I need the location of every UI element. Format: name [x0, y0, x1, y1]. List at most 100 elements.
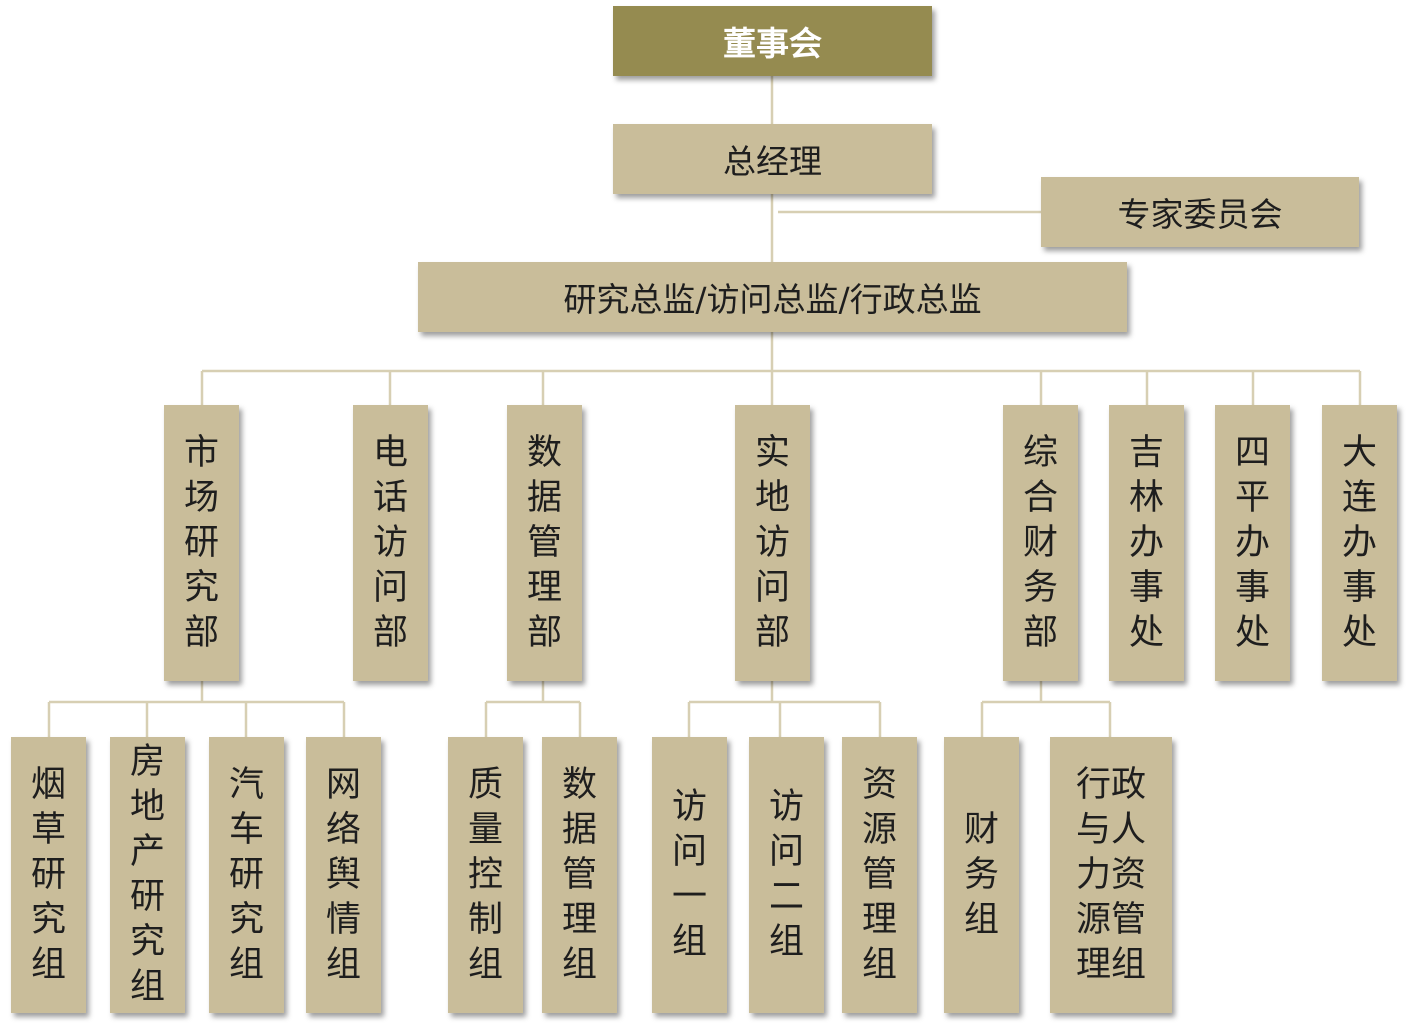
label-char: 林 [1128, 477, 1164, 518]
label-char: 管 [561, 854, 597, 895]
label-char: 汽 [228, 764, 264, 805]
label-char: 办 [1128, 522, 1164, 563]
label-char: 资 [861, 764, 897, 805]
directors-label: 研究总监/访问总监/行政总监 [563, 280, 982, 319]
label-char: 访 [768, 787, 804, 827]
label-char: 质 [467, 764, 503, 805]
label-char: 管 [861, 854, 897, 895]
general-manager-label: 总经理 [723, 142, 822, 181]
board-node: 董事会 [613, 6, 932, 76]
label-char: 二 [768, 877, 804, 917]
label-char: 部 [526, 612, 562, 653]
group-visit-two: 访问二组 [749, 737, 824, 1013]
dept-market-research: 市场研究部 [164, 405, 239, 681]
label-char: 车 [228, 809, 264, 850]
label-char: 产 [129, 832, 165, 872]
label-char: 研 [228, 854, 264, 895]
label-char: 究 [30, 899, 66, 940]
label-char: 部 [372, 612, 408, 653]
label-char: 网 [325, 764, 361, 805]
label-char: 研 [183, 522, 219, 563]
dept-field-interview: 实地访问部 [735, 405, 810, 681]
label-char: 量 [467, 809, 503, 850]
label-char: 四 [1234, 432, 1270, 473]
dept-finance: 综合财务部 [1003, 405, 1078, 681]
label-char: 组 [963, 899, 999, 940]
label-char: 事 [1234, 567, 1270, 608]
label-char: 草 [30, 809, 66, 850]
label-row: 力资 [1075, 854, 1146, 895]
label-char: 地 [754, 477, 790, 518]
label-char: 组 [228, 944, 264, 985]
label-char: 务 [963, 854, 999, 895]
label-row: 理组 [1075, 944, 1146, 985]
label-char: 务 [1022, 567, 1058, 608]
label-char: 电 [372, 432, 408, 473]
label-char: 财 [1022, 522, 1058, 563]
group-finance: 财务组 [944, 737, 1019, 1013]
directors-node: 研究总监/访问总监/行政总监 [418, 262, 1127, 332]
label-char: 处 [1341, 612, 1377, 653]
label-char: 舆 [325, 854, 361, 895]
label-char: 部 [1022, 612, 1058, 653]
label-char: 合 [1022, 477, 1058, 518]
group-visit-one: 访问一组 [652, 737, 727, 1013]
label-char: 问 [372, 567, 408, 608]
label-char: 数 [561, 764, 597, 805]
label-char: 办 [1341, 522, 1377, 563]
label-char: 访 [372, 522, 408, 563]
label-char: 理 [561, 899, 597, 940]
dept-phone-interview: 电话访问部 [353, 405, 428, 681]
expert-committee-label: 专家委员会 [1117, 195, 1283, 234]
label-char: 组 [467, 944, 503, 985]
group-admin-hr: 行政与人力资源管理组 [1050, 737, 1172, 1013]
group-resource-management: 资源管理组 [842, 737, 917, 1013]
label-char: 处 [1234, 612, 1270, 653]
label-char: 控 [467, 854, 503, 895]
label-char: 组 [561, 944, 597, 985]
office-jilin: 吉林办事处 [1109, 405, 1184, 681]
label-char: 研 [30, 854, 66, 895]
label-char: 办 [1234, 522, 1270, 563]
expert-committee-node: 专家委员会 [1041, 177, 1359, 247]
label-char: 据 [526, 477, 562, 518]
label-char: 访 [754, 522, 790, 563]
label-char: 实 [754, 432, 790, 473]
label-char: 综 [1022, 432, 1058, 473]
group-real-estate: 房地产研究组 [110, 737, 185, 1013]
label-char: 理 [526, 567, 562, 608]
label-char: 组 [768, 922, 804, 962]
label-char: 据 [561, 809, 597, 850]
group-quality-control: 质量控制组 [448, 737, 523, 1013]
label-char: 平 [1234, 477, 1270, 518]
label-char: 究 [228, 899, 264, 940]
label-char: 烟 [30, 764, 66, 805]
label-char: 制 [467, 899, 503, 940]
label-char: 络 [325, 809, 361, 850]
label-char: 问 [671, 832, 707, 872]
label-row: 与人 [1075, 809, 1146, 850]
dept-data-management: 数据管理部 [507, 405, 582, 681]
label-char: 组 [129, 967, 165, 1007]
group-automotive: 汽车研究组 [209, 737, 284, 1013]
label-char: 问 [768, 832, 804, 872]
label-char: 部 [183, 612, 219, 653]
label-row: 源管 [1075, 899, 1146, 940]
label-char: 组 [861, 944, 897, 985]
label-char: 话 [372, 477, 408, 518]
label-char: 财 [963, 809, 999, 850]
label-char: 部 [754, 612, 790, 653]
label-char: 访 [671, 787, 707, 827]
group-online-opinion: 网络舆情组 [306, 737, 381, 1013]
label-char: 数 [526, 432, 562, 473]
label-char: 组 [325, 944, 361, 985]
label-char: 大 [1341, 432, 1377, 473]
label-char: 组 [30, 944, 66, 985]
label-char: 市 [183, 432, 219, 473]
office-dalian: 大连办事处 [1322, 405, 1397, 681]
label-char: 地 [129, 787, 165, 827]
label-rows: 行政与人力资源管理组 [1076, 763, 1146, 988]
label-char: 场 [183, 477, 219, 518]
